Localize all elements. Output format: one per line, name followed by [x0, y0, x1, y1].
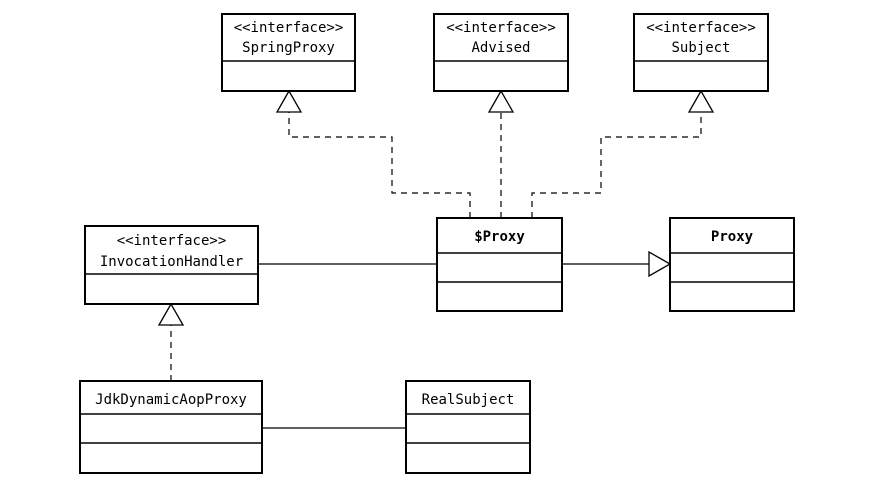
class-realsubject: RealSubject	[405, 380, 531, 474]
class-dollar-proxy: $Proxy	[436, 217, 563, 312]
stereotype-label: <<interface>>	[646, 20, 756, 36]
realization-arrowhead-subject	[687, 89, 715, 113]
class-name-label: SpringProxy	[242, 40, 335, 56]
class-name-label: JdkDynamicAopProxy	[95, 392, 247, 408]
realization-arrowhead-springproxy	[275, 89, 303, 113]
realization-arrowhead-invocationhandler	[157, 302, 185, 326]
class-name-label: RealSubject	[422, 392, 515, 408]
class-name-label: Advised	[471, 40, 530, 56]
stereotype-label: <<interface>>	[234, 20, 344, 36]
class-invocationhandler: <<interface>> InvocationHandler	[84, 225, 259, 305]
class-advised: <<interface>> Advised	[433, 13, 569, 92]
class-name-label: InvocationHandler	[100, 254, 243, 270]
realization-line-springproxy	[288, 112, 471, 218]
generalization-arrowhead-proxy	[648, 250, 672, 278]
class-name-label: Proxy	[711, 229, 754, 245]
realization-arrowhead-advised	[487, 89, 515, 113]
realization-line-subject	[531, 112, 702, 218]
class-jdkdynamicaopproxy: JdkDynamicAopProxy	[79, 380, 263, 474]
class-subject: <<interface>> Subject	[633, 13, 769, 92]
class-name-label: Subject	[671, 40, 730, 56]
class-proxy: Proxy	[669, 217, 795, 312]
class-springproxy: <<interface>> SpringProxy	[221, 13, 356, 92]
class-name-label: $Proxy	[474, 229, 525, 245]
stereotype-label: <<interface>>	[117, 233, 227, 249]
stereotype-label: <<interface>>	[446, 20, 556, 36]
